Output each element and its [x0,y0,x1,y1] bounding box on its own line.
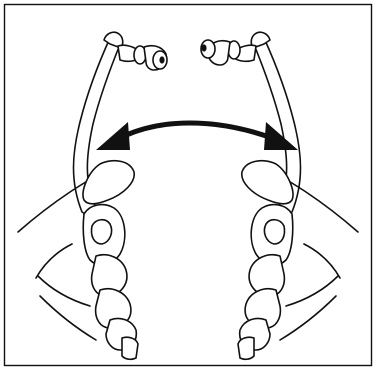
right-earbud [201,40,256,65]
left-hand [18,161,138,360]
spread-arrow [96,122,298,150]
left-earbud [118,45,167,70]
figure-border [5,5,372,366]
